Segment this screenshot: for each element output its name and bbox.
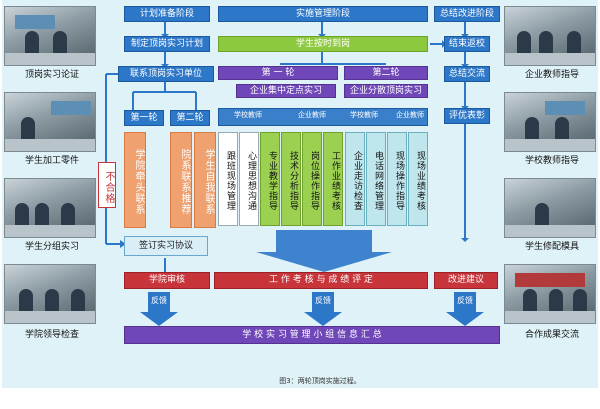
step-work-evaluation: 工 作 考 核 与 成 绩 评 定 — [214, 272, 428, 289]
step-finish: 结束返校 — [444, 36, 490, 52]
step-round1: 第 一 轮 — [218, 66, 338, 80]
feedback-label: 反馈 — [457, 296, 473, 305]
photo-caption: 学生修配模具 — [524, 242, 579, 252]
cell-dept-recommend: 院系联系推荐 — [170, 132, 192, 228]
cell-c5: 岗位操作指导 — [302, 132, 322, 226]
photo-enterprise-teacher — [504, 6, 596, 66]
feedback-label: 反馈 — [315, 296, 331, 305]
photo-achievement-exchange — [504, 264, 596, 324]
cell-c4: 技术分析指导 — [281, 132, 301, 226]
step-contact-units: 联系顶岗实习单位 — [118, 66, 214, 82]
photo-caption: 顶岗实习论证 — [24, 70, 79, 80]
phase-plan: 计划准备阶段 — [124, 6, 210, 22]
step-on-duty: 学生按时到岗 — [218, 36, 428, 52]
teacher-label-enterprise: 企业教师 — [298, 111, 326, 119]
step-sign-agreement: 签订实习协议 — [124, 236, 208, 256]
photo-practice-demonstration — [4, 6, 96, 66]
cell-c6: 工作业绩考核 — [323, 132, 343, 226]
photo-leader-inspection — [4, 264, 96, 324]
photo-caption: 学校教师指导 — [524, 156, 579, 166]
cell-c1: 跟班现场管理 — [218, 132, 238, 226]
step-make-plan: 制定顶岗实习计划 — [124, 36, 210, 52]
cell-c10: 现场业绩考核 — [408, 132, 428, 226]
figure-caption: 图3：两轮顶岗实施过程。 — [279, 377, 361, 385]
photo-student-machining — [4, 92, 96, 152]
step-round2: 第二轮 — [344, 66, 428, 80]
school-round2: 第二轮 — [170, 110, 210, 126]
phase-implement: 实施管理阶段 — [218, 6, 428, 22]
photo-mold-repair — [504, 178, 596, 238]
photo-school-teacher — [504, 92, 596, 152]
step-improvement: 改进建议 — [434, 272, 498, 289]
photo-caption: 企业教师指导 — [524, 70, 579, 80]
step-evaluation: 评优表彰 — [444, 108, 490, 124]
cell-c2: 心理思想沟通 — [239, 132, 259, 226]
step-school-audit: 学院审核 — [124, 272, 210, 289]
school-round1: 第一轮 — [124, 110, 164, 126]
photo-caption: 学生分组实习 — [24, 242, 79, 252]
cell-c9: 现场操作指导 — [387, 132, 407, 226]
step-enterprise-center: 企业集中定点实习 — [236, 84, 336, 98]
cell-c7: 企业走访检查 — [345, 132, 365, 226]
photo-caption: 学院领导检查 — [24, 330, 79, 340]
teacher-label-enterprise: 企业教师 — [396, 111, 424, 119]
photo-group-practice — [4, 178, 96, 238]
cell-student-self: 学生自我联系 — [194, 132, 216, 228]
unqualified-box: 不合格 — [98, 162, 116, 208]
teacher-band — [218, 108, 428, 126]
teacher-label-school: 学校教师 — [234, 111, 262, 119]
photo-caption: 合作成果交流 — [524, 330, 579, 340]
cell-c8: 电话网络管理 — [366, 132, 386, 226]
feedback-label: 反馈 — [151, 296, 167, 305]
step-summary-exchange: 总结交流 — [444, 66, 490, 82]
step-info-summary: 学 校 实 习 管 理 小 组 信 息 汇 总 — [124, 326, 500, 344]
photo-caption: 学生加工零件 — [24, 156, 79, 166]
teacher-label-school: 学校教师 — [350, 111, 378, 119]
phase-summary: 总结改进阶段 — [434, 6, 500, 22]
cell-c3: 专业教学指导 — [260, 132, 280, 226]
cell-school-lead: 学院牵头联系 — [124, 132, 146, 228]
step-enterprise-scatter: 企业分散顶岗实习 — [344, 84, 428, 98]
